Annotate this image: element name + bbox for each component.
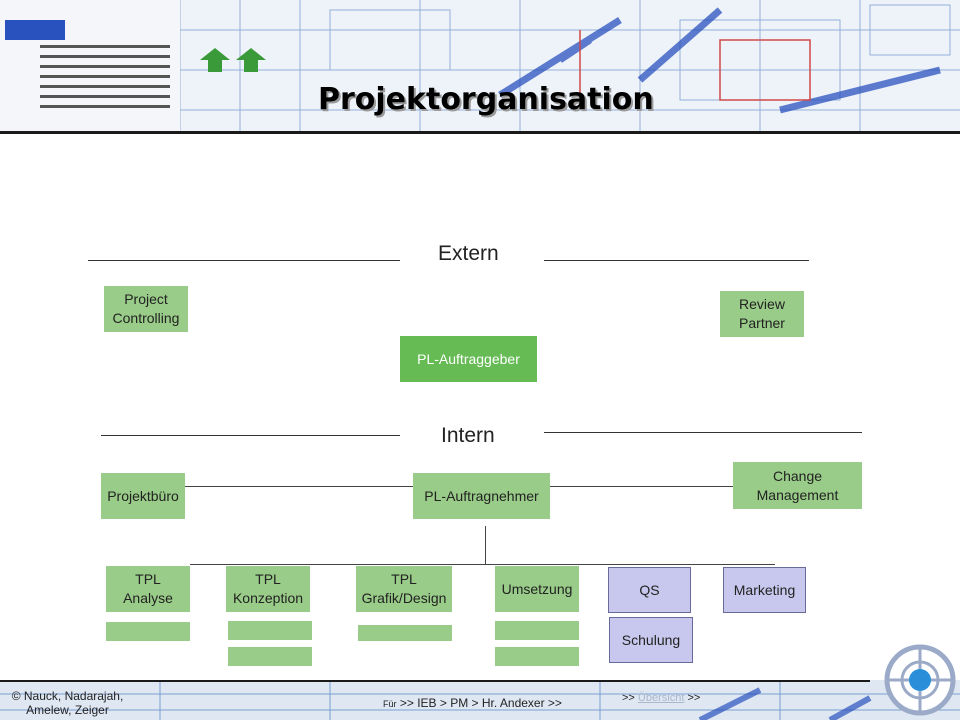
footer-diagram-image bbox=[0, 680, 960, 720]
connector-projektbuero bbox=[185, 486, 413, 487]
tpl-grafik-sub-bar bbox=[358, 625, 452, 641]
umsetzung-sub-bar-2 bbox=[495, 647, 579, 666]
extern-rule-left bbox=[88, 260, 400, 261]
nav2-suffix: >> bbox=[687, 692, 701, 704]
network-diagram-image bbox=[0, 0, 960, 133]
pl-auftragnehmer-box: PL-Auftragnehmer bbox=[413, 473, 550, 519]
nav2-prefix: >> bbox=[622, 692, 635, 704]
intern-rule-left bbox=[101, 435, 400, 436]
marketing-box: Marketing bbox=[723, 567, 806, 613]
review-partner-box: Review Partner bbox=[720, 291, 804, 337]
connector-team-bus bbox=[190, 564, 775, 565]
umsetzung-box: Umsetzung bbox=[495, 566, 579, 612]
page-title: Projektorganisation bbox=[318, 82, 654, 117]
extern-rule-right bbox=[544, 260, 809, 261]
projektbuero-box: Projektbüro bbox=[101, 473, 185, 519]
footer-divider bbox=[0, 680, 870, 682]
authors-line-2: Amelew, Zeiger bbox=[26, 703, 109, 717]
authors-line-1: Nauck, Nadarajah, bbox=[23, 689, 124, 703]
footer-breadcrumb: Für >> IEB > PM > Hr. Andexer >> bbox=[383, 696, 562, 710]
copyright-symbol: © bbox=[11, 689, 21, 703]
section-intern-label: Intern bbox=[441, 424, 495, 447]
qs-box: QS bbox=[608, 567, 691, 613]
tpl-konzeption-sub-bar-2 bbox=[228, 647, 312, 666]
connector-vertical bbox=[485, 526, 486, 564]
tpl-analyse-sub-bar bbox=[106, 622, 190, 641]
overview-link[interactable]: Übersicht bbox=[637, 692, 685, 704]
footer-authors: © Nauck, Nadarajah, Amelew, Zeiger bbox=[10, 689, 125, 717]
connector-change-management bbox=[550, 486, 734, 487]
footer-banner bbox=[0, 680, 960, 720]
header-banner bbox=[0, 0, 960, 133]
nav-prefix: Für bbox=[383, 699, 397, 709]
footer-overview-nav: >> Übersicht >> bbox=[622, 692, 700, 704]
nav-path[interactable]: >> IEB > PM > Hr. Andexer >> bbox=[399, 696, 562, 710]
intern-rule-right bbox=[544, 432, 862, 433]
crosshair-navigation-icon[interactable] bbox=[882, 642, 958, 718]
project-controlling-box: Project Controlling bbox=[104, 286, 188, 332]
tpl-konzeption-sub-bar-1 bbox=[228, 621, 312, 640]
tpl-analyse-box: TPL Analyse bbox=[106, 566, 190, 612]
tpl-grafik-design-box: TPL Grafik/Design bbox=[356, 566, 452, 612]
change-management-box: Change Management bbox=[733, 462, 862, 509]
pl-auftraggeber-box: PL-Auftraggeber bbox=[400, 336, 537, 382]
schulung-box: Schulung bbox=[609, 617, 693, 663]
umsetzung-sub-bar-1 bbox=[495, 621, 579, 640]
section-extern-label: Extern bbox=[438, 242, 499, 265]
header-divider bbox=[0, 131, 960, 134]
tpl-konzeption-box: TPL Konzeption bbox=[226, 566, 310, 612]
